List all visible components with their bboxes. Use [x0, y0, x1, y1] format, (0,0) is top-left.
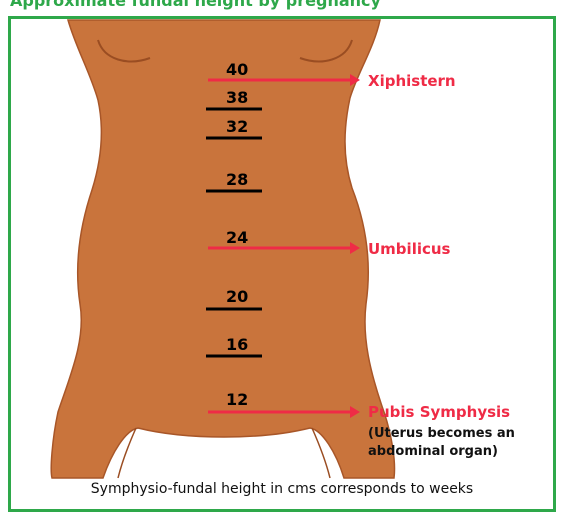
week-label: 12: [226, 390, 248, 409]
diagram-caption: Symphysio-fundal height in cms correspon…: [8, 481, 556, 497]
xiphistern-label: Xiphistern: [368, 72, 456, 90]
week-label: 16: [226, 335, 248, 354]
week-label: 20: [226, 287, 248, 306]
pubis-note-line-1: (Uterus becomes an: [368, 426, 515, 441]
week-label: 32: [226, 117, 248, 136]
week-label: 38: [226, 88, 248, 107]
pubis-note-line-2: abdominal organ): [368, 444, 498, 459]
pubis-symphysis-label: Pubis Symphysis: [368, 403, 510, 421]
week-label: 24: [226, 228, 248, 247]
umbilicus-label: Umbilicus: [368, 240, 451, 258]
week-label: 40: [226, 60, 248, 79]
week-label: 28: [226, 170, 248, 189]
